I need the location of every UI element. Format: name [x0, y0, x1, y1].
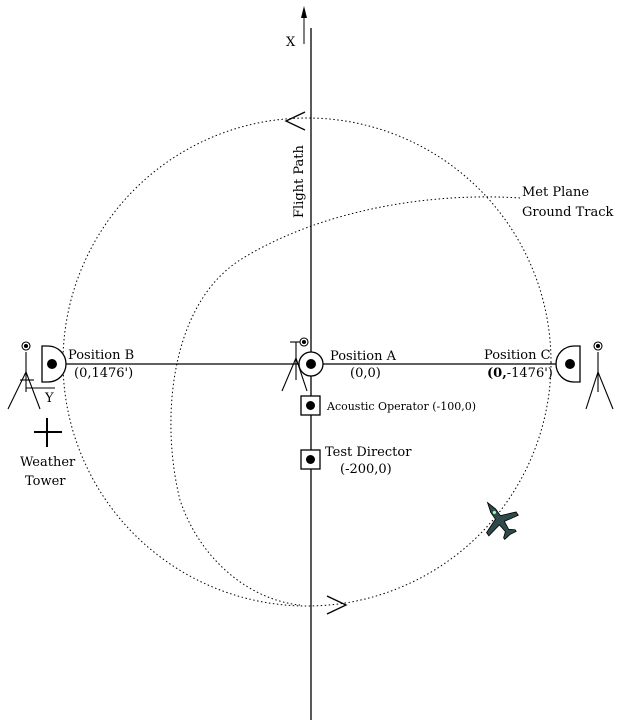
- ground-track-label: Ground Track: [522, 205, 614, 220]
- x-axis-arrowhead: [301, 6, 307, 18]
- direction-arrow-top: [284, 111, 306, 131]
- position-a-microphone-stand: [281, 337, 309, 392]
- met-plane-label: Met Plane: [522, 185, 589, 200]
- y-axis-label: Y: [44, 391, 54, 406]
- position-c-coords-rest: -1476'): [507, 366, 553, 381]
- flight-circle: [62, 117, 552, 607]
- position-b-stand: [7, 341, 55, 410]
- weather-tower-label-line1: Weather: [20, 455, 76, 470]
- position-c-coords-bold: (0,: [487, 366, 507, 381]
- acoustic-operator-label: Acoustic Operator (-100,0): [326, 400, 476, 413]
- x-axis-label: X: [286, 35, 296, 50]
- weather-tower-icon: [34, 418, 62, 447]
- position-c-stand: [585, 341, 614, 410]
- test-director-dot: [306, 455, 315, 464]
- flight-path-label: Flight Path: [292, 144, 307, 218]
- position-a-coords: (0,0): [350, 366, 381, 381]
- position-c-coords: (0,-1476'): [487, 366, 553, 381]
- aircraft-icon: [486, 501, 519, 541]
- position-b-name: Position B: [68, 348, 134, 363]
- test-director-name: Test Director: [325, 445, 412, 460]
- position-c-microphone-center: [565, 359, 575, 369]
- weather-tower-label-line2: Tower: [25, 474, 66, 489]
- acoustic-operator-dot: [306, 401, 315, 410]
- position-c-name: Position C: [484, 348, 551, 363]
- test-director-coords: (-200,0): [340, 462, 392, 477]
- position-a-name: Position A: [330, 349, 397, 364]
- position-b-coords: (0,1476'): [74, 366, 133, 381]
- position-b-microphone-center: [47, 359, 57, 369]
- direction-arrow-bottom: [326, 595, 348, 615]
- position-a-marker-inner: [306, 359, 316, 369]
